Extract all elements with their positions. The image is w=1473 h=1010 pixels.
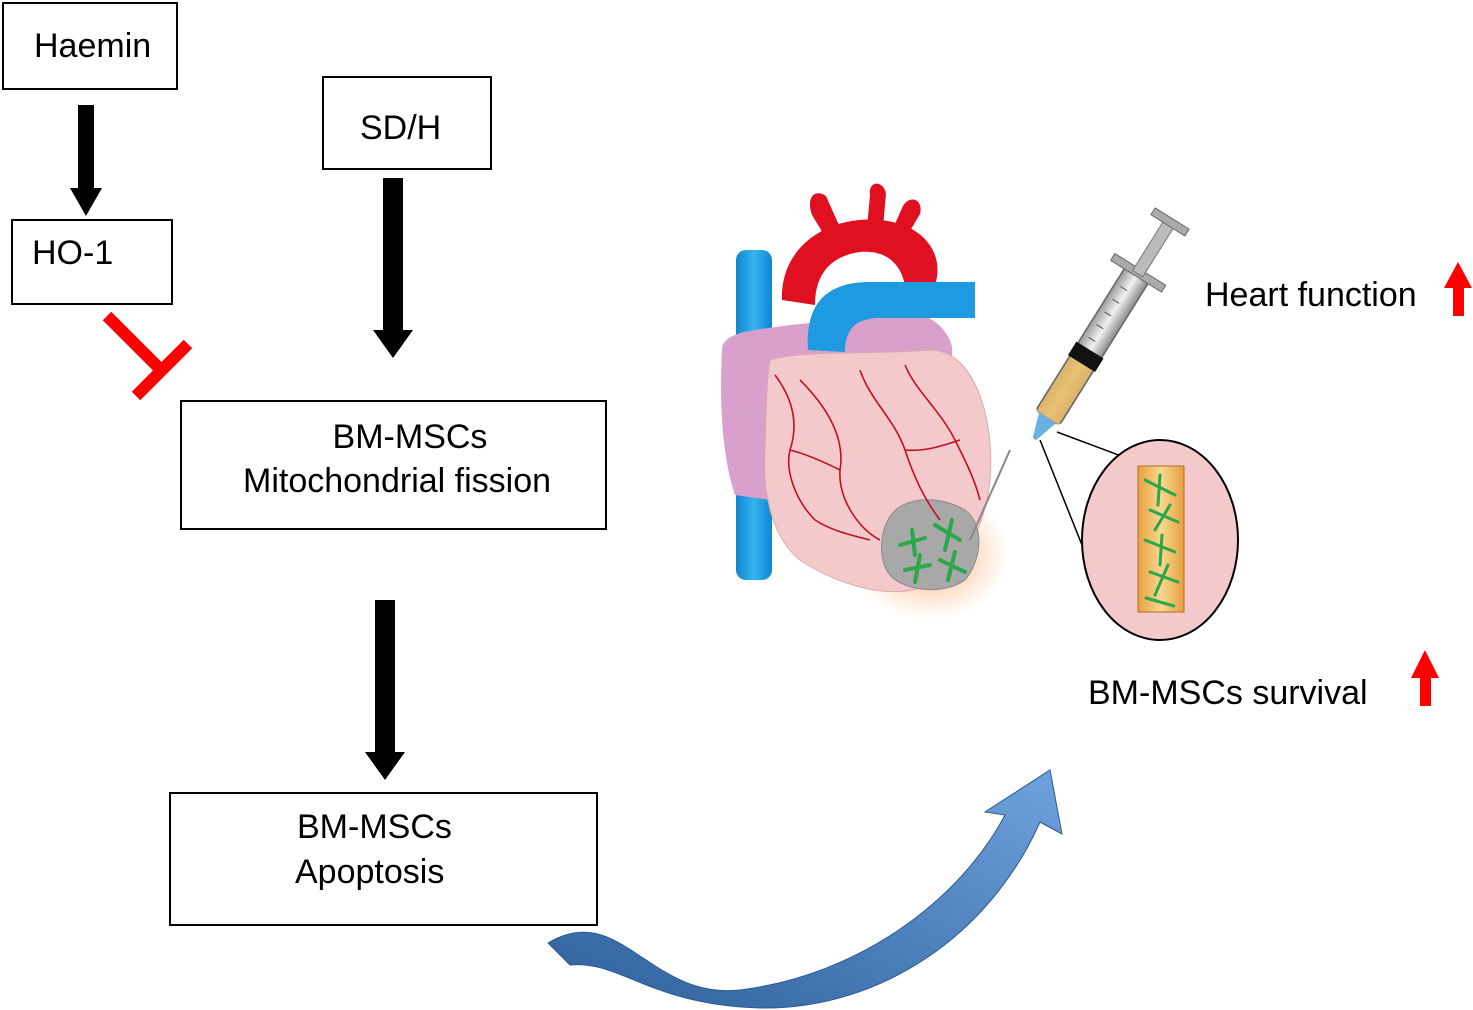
ho1-label: HO-1 <box>32 234 114 272</box>
sdh-label: SD/H <box>360 109 442 147</box>
sdh-box <box>322 76 492 170</box>
fission-box <box>180 400 607 530</box>
haemin-label: Haemin <box>34 27 152 65</box>
inhibition-symbol <box>102 311 193 401</box>
haemin-box <box>2 2 178 90</box>
apoptosis-label-line1: BM-MSCs <box>297 808 452 846</box>
ho1-box <box>11 219 173 305</box>
fission-label-line1: BM-MSCs <box>332 418 488 456</box>
survival-increase-arrow-icon <box>1411 650 1439 706</box>
heart-function-label: Heart function <box>1205 276 1417 314</box>
arrow-haemin-to-ho1 <box>70 105 102 216</box>
heart-illustration <box>721 183 1010 620</box>
apoptosis-label-line2: Apoptosis <box>295 853 445 891</box>
curved-transplant-arrow <box>547 769 1063 1009</box>
stem-cell-zoom-icon <box>1039 431 1239 641</box>
survival-label: BM-MSCs survival <box>1088 674 1368 712</box>
syringe-icon <box>969 207 1190 541</box>
arrow-fission-to-apoptosis <box>365 600 405 780</box>
fission-label-line2: Mitochondrial fission <box>243 462 552 500</box>
arrow-sdh-to-fission <box>373 178 413 358</box>
apoptosis-box <box>169 792 598 926</box>
heart-function-increase-arrow-icon <box>1444 262 1472 316</box>
